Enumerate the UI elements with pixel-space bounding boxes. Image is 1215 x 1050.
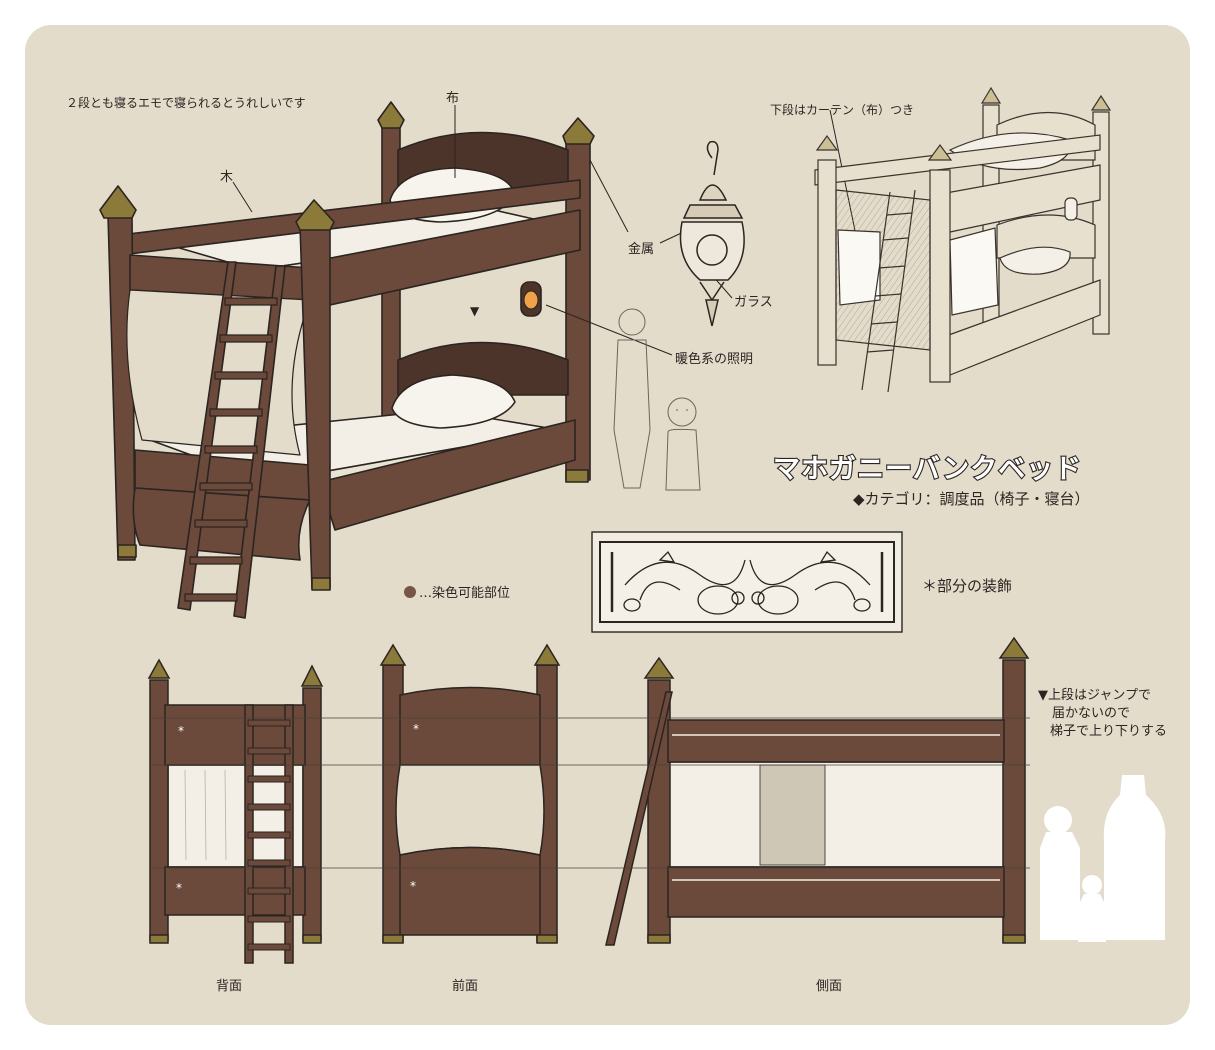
warm-light-label: 暖色系の照明 — [675, 352, 754, 367]
figure-silhouette-icon — [1040, 775, 1166, 942]
scale-figures-sketch — [613, 308, 701, 491]
main-bunk-bed-illustration — [99, 101, 595, 619]
front-view-illustration: * * — [379, 643, 561, 944]
lower-curtain-note: 下段はカーテン（布）つき — [770, 103, 915, 117]
svg-text:*: * — [413, 722, 419, 736]
back-view-illustration: * * — [147, 658, 324, 964]
wood-label: 木 — [220, 170, 234, 185]
marker-label: ▼ — [470, 304, 480, 318]
bed-lantern-icon — [520, 281, 542, 317]
decoration-label: ＊部分の装飾 — [922, 577, 1013, 595]
item-category: ◆カテゴリ：調度品（椅子・寝台） — [853, 490, 1090, 508]
item-title: マホガニーバンクベッド — [772, 453, 1083, 486]
cloth-label: 布 — [446, 91, 460, 106]
ladder-note-line1: ▼上段はジャンプで — [1038, 688, 1151, 703]
decorative-panel-icon — [591, 531, 903, 633]
front-view-label: 前面 — [452, 979, 479, 994]
svg-text:*: * — [410, 879, 416, 893]
designer-note: ２段とも寝るエモで寝られるとうれしいです — [66, 96, 306, 110]
dyeable-legend: …染色可能部位 — [404, 582, 510, 601]
guide-lines — [150, 717, 1030, 869]
sketch-ladder — [861, 189, 916, 393]
sketch-bunk-bed-illustration — [814, 86, 1112, 393]
svg-text:*: * — [176, 881, 182, 895]
side-view-illustration — [605, 636, 1030, 946]
ladder-note-line3: 梯子で上り下りする — [1050, 724, 1168, 739]
dyeable-text: …染色可能部位 — [419, 586, 511, 601]
dyeable-swatch — [404, 586, 416, 598]
lantern-detail-icon — [679, 140, 745, 327]
side-view-label: 側面 — [816, 979, 843, 994]
metal-label: 金属 — [628, 242, 655, 257]
ladder — [177, 261, 286, 619]
ladder-note-line2: 届かないので — [1052, 706, 1131, 721]
glass-label: ガラス — [734, 295, 773, 310]
back-view-label: 背面 — [216, 979, 243, 994]
svg-text:*: * — [178, 724, 184, 738]
